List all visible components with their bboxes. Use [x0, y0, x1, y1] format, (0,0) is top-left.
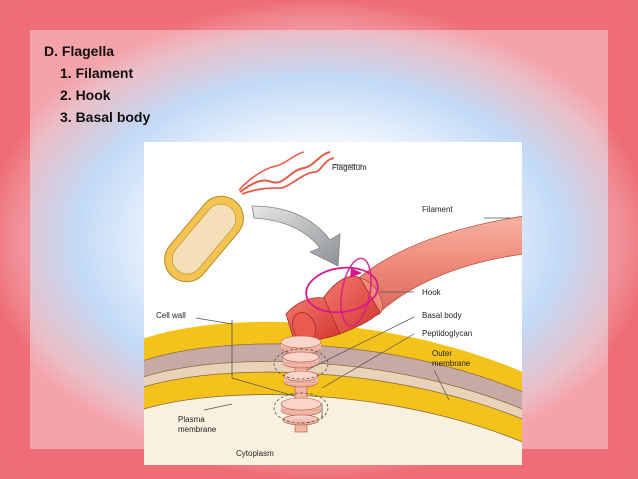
zoom-arrow [251, 205, 341, 267]
basal-body [273, 335, 329, 433]
bullet-item-basal-body: 3. Basal body [60, 109, 151, 125]
bullet-list: D. Flagella 1. Filament 2. Hook 3. Basal… [44, 40, 150, 128]
leader-lines [195, 217, 510, 411]
label-cytoplasm: Cytoplasm [236, 449, 274, 458]
bacterium-cell [164, 151, 362, 283]
label-plasma-membrane-line2: membrane [178, 425, 217, 434]
flagellum-diagram: Flagellum Filament Hook Basal body Pepti… [144, 142, 522, 465]
flagellum-diagram-svg: Flagellum Filament Hook Basal body Pepti… [144, 151, 522, 465]
label-outer-membrane-line1: Outer [432, 349, 452, 358]
label-hook: Hook [422, 288, 442, 297]
label-filament: Filament [422, 205, 453, 214]
label-basal-body: Basal body [422, 311, 462, 320]
hook-segment [285, 275, 381, 342]
label-outer-membrane-line2: membrane [432, 359, 471, 368]
label-flagellum: Flagellum [332, 163, 367, 172]
label-cell-wall: Cell wall [156, 311, 186, 320]
label-plasma-membrane-line1: Plasma [178, 415, 205, 424]
bullet-item-filament: 1. Filament [60, 65, 134, 81]
bullet-item-hook: 2. Hook [60, 87, 111, 103]
slide-heading: D. Flagella [44, 43, 115, 59]
rotation-arrow [305, 257, 379, 327]
cell-envelope [144, 320, 522, 465]
label-peptidoglycan: Peptidoglycan [422, 329, 472, 338]
